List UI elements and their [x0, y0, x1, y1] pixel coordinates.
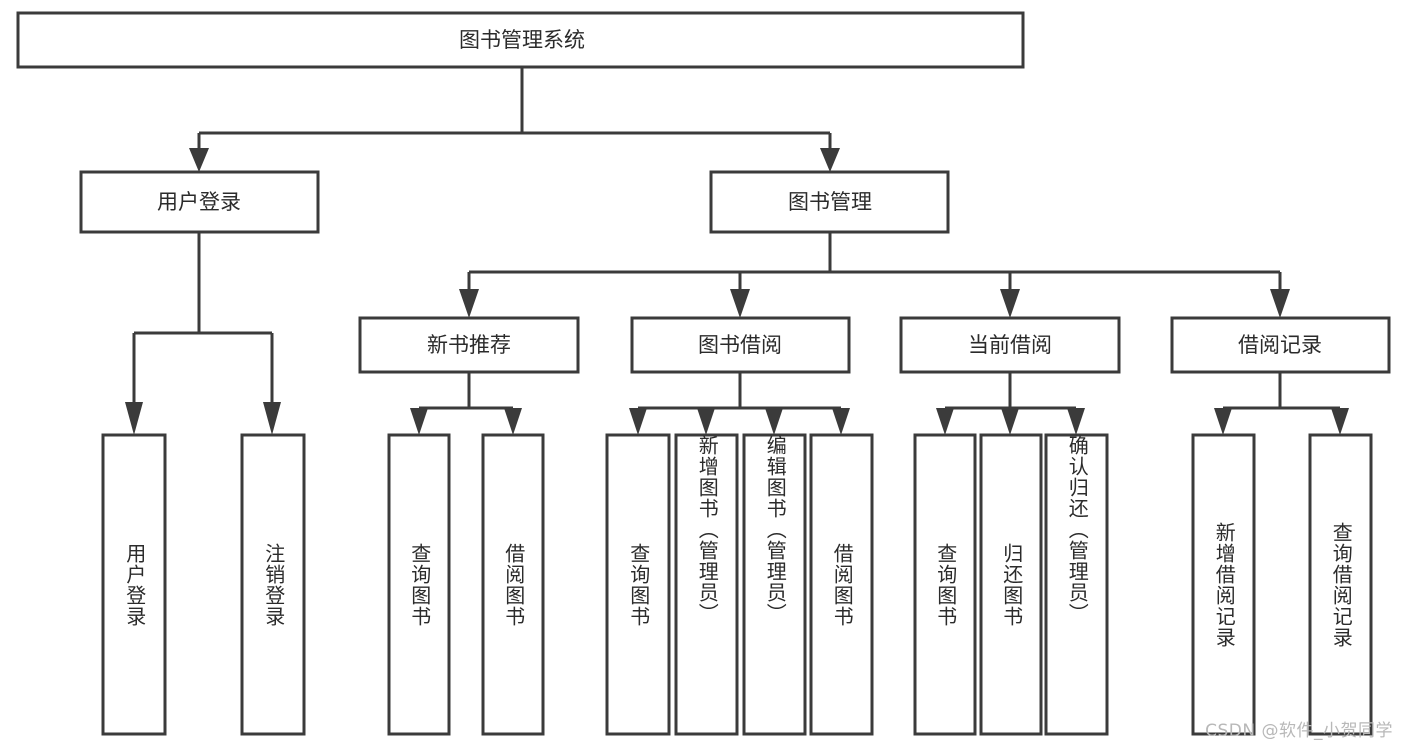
- connector-group-book-management: [459, 232, 1290, 318]
- arrow-head-leaf-query-record: [1331, 408, 1349, 435]
- arrow-head-leaf-edit-book: [765, 408, 783, 435]
- connector-group-user-login: [125, 232, 281, 435]
- node-borrow-records-label: 借阅记录: [1238, 333, 1322, 357]
- arrow-head-leaf-query-book-1: [410, 408, 428, 435]
- node-root[interactable]: 图书管理系统: [16, 11, 1025, 69]
- node-leaf-user-logout-box[interactable]: [240, 433, 306, 736]
- arrow-head-leaf-query-book-2: [629, 408, 647, 435]
- arrow-head-borrow-records: [1270, 289, 1290, 318]
- arrow-head-leaf-confirm-return: [1067, 408, 1085, 435]
- node-user-login[interactable]: 用户登录: [79, 170, 320, 234]
- node-current-borrow[interactable]: 当前借阅: [899, 316, 1121, 374]
- node-leaf-return-book-box[interactable]: [979, 433, 1043, 736]
- arrow-head-new-book-recommend: [459, 289, 479, 318]
- node-book-management[interactable]: 图书管理: [709, 170, 950, 234]
- node-leaf-user-login-box[interactable]: [101, 433, 167, 736]
- arrow-head-leaf-borrow-book-2: [832, 408, 850, 435]
- node-borrow-records[interactable]: 借阅记录: [1170, 316, 1391, 374]
- node-leaf-borrow-book-1-box[interactable]: [481, 433, 545, 736]
- arrow-head-leaf-add-record: [1214, 408, 1232, 435]
- node-user-login-label: 用户登录: [157, 190, 241, 214]
- node-leaf-borrow-book-2-box[interactable]: [809, 433, 874, 736]
- node-book-management-label: 图书管理: [788, 190, 872, 214]
- node-leaf-query-record-box[interactable]: [1308, 433, 1373, 736]
- node-root-label: 图书管理系统: [459, 28, 585, 52]
- node-leaf-query-book-3-box[interactable]: [913, 433, 977, 736]
- node-current-borrow-box[interactable]: [899, 316, 1121, 374]
- node-leaf-query-book-1-box[interactable]: [387, 433, 451, 736]
- node-book-management-box[interactable]: [709, 170, 950, 234]
- connector-group-borrow-records: [1214, 372, 1349, 435]
- node-leaf-confirm-return-box[interactable]: [1044, 433, 1109, 736]
- arrow-head-book-borrow: [730, 289, 750, 318]
- arrow-head-leaf-borrow-book-1: [504, 408, 522, 435]
- arrow-head-leaf-user-login: [125, 402, 143, 435]
- node-leaf-add-record-box[interactable]: [1191, 433, 1256, 736]
- node-root-box[interactable]: [16, 11, 1025, 69]
- arrow-head-user-login: [189, 148, 209, 172]
- node-current-borrow-label: 当前借阅: [968, 333, 1052, 357]
- node-book-borrow-label: 图书借阅: [698, 333, 782, 357]
- arrow-head-leaf-return-book: [1001, 408, 1019, 435]
- csdn-watermark: CSDN @软件_小贺同学: [1205, 721, 1393, 741]
- node-leaf-edit-book-box[interactable]: [742, 433, 807, 736]
- node-new-book-recommend-label: 新书推荐: [427, 333, 511, 357]
- node-leaf-add-book-box[interactable]: [674, 433, 739, 736]
- arrow-head-current-borrow: [1000, 289, 1020, 318]
- node-book-borrow[interactable]: 图书借阅: [630, 316, 851, 374]
- connector-group-new-book-recommend: [410, 372, 522, 435]
- node-leaf-query-book-2-box[interactable]: [605, 433, 671, 736]
- node-user-login-box[interactable]: [79, 170, 320, 234]
- node-new-book-recommend-box[interactable]: [358, 316, 580, 374]
- connector-group-root: [189, 67, 840, 172]
- node-book-borrow-box[interactable]: [630, 316, 851, 374]
- node-borrow-records-box[interactable]: [1170, 316, 1391, 374]
- node-new-book-recommend[interactable]: 新书推荐: [358, 316, 580, 374]
- arrow-head-leaf-query-book-3: [936, 408, 954, 435]
- arrow-head-leaf-user-logout: [263, 402, 281, 435]
- arrow-head-book-management: [820, 148, 840, 172]
- arrow-head-leaf-add-book: [697, 408, 715, 435]
- connector-group-current-borrow: [936, 372, 1085, 435]
- connector-group-book-borrow: [629, 372, 850, 435]
